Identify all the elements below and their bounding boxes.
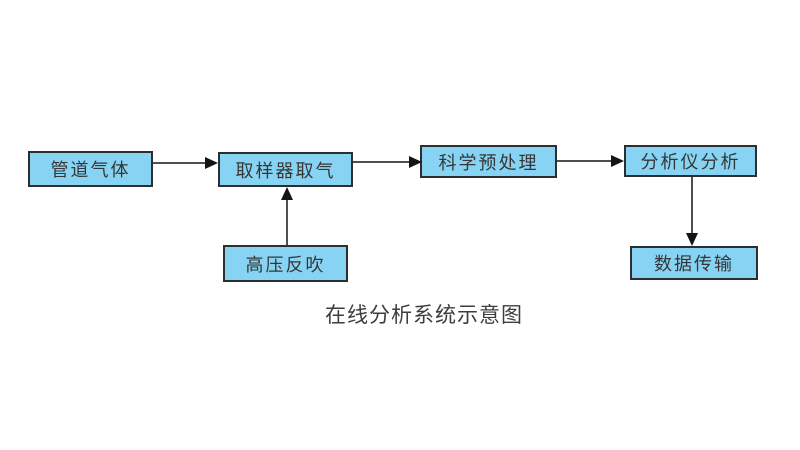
arrowhead-right-icon bbox=[205, 157, 218, 169]
flow-node-label: 分析仪分析 bbox=[640, 152, 741, 172]
flow-node-label: 高压反吹 bbox=[245, 254, 326, 275]
arrowhead-right-icon bbox=[611, 155, 624, 167]
diagram-caption: 在线分析系统示意图 bbox=[325, 303, 523, 327]
flow-node-analyzer: 分析仪分析 bbox=[624, 145, 757, 177]
flow-node-label: 取样器取气 bbox=[235, 160, 336, 181]
flow-node-label: 数据传输 bbox=[654, 254, 734, 274]
arrowhead-right-icon bbox=[409, 156, 422, 168]
flow-node-label: 科学预处理 bbox=[438, 152, 539, 173]
connector-sampler-to-pretreatment bbox=[353, 161, 410, 163]
flow-node-pretreatment: 科学预处理 bbox=[420, 145, 557, 178]
flow-node-sampler: 取样器取气 bbox=[218, 152, 353, 187]
flow-node-high-pressure-blowback: 高压反吹 bbox=[223, 245, 348, 282]
arrowhead-down-icon bbox=[686, 233, 698, 246]
connector-blowback-to-sampler bbox=[286, 199, 288, 245]
connector-pipeline-to-sampler bbox=[153, 162, 206, 164]
connector-pretreatment-to-analyzer bbox=[557, 160, 612, 162]
arrowhead-up-icon bbox=[281, 187, 293, 200]
flow-node-label: 管道气体 bbox=[50, 160, 131, 180]
flow-node-data-transmission: 数据传输 bbox=[630, 246, 758, 280]
flow-node-pipeline-gas: 管道气体 bbox=[28, 151, 153, 187]
connector-analyzer-to-data-transmission bbox=[691, 177, 693, 234]
